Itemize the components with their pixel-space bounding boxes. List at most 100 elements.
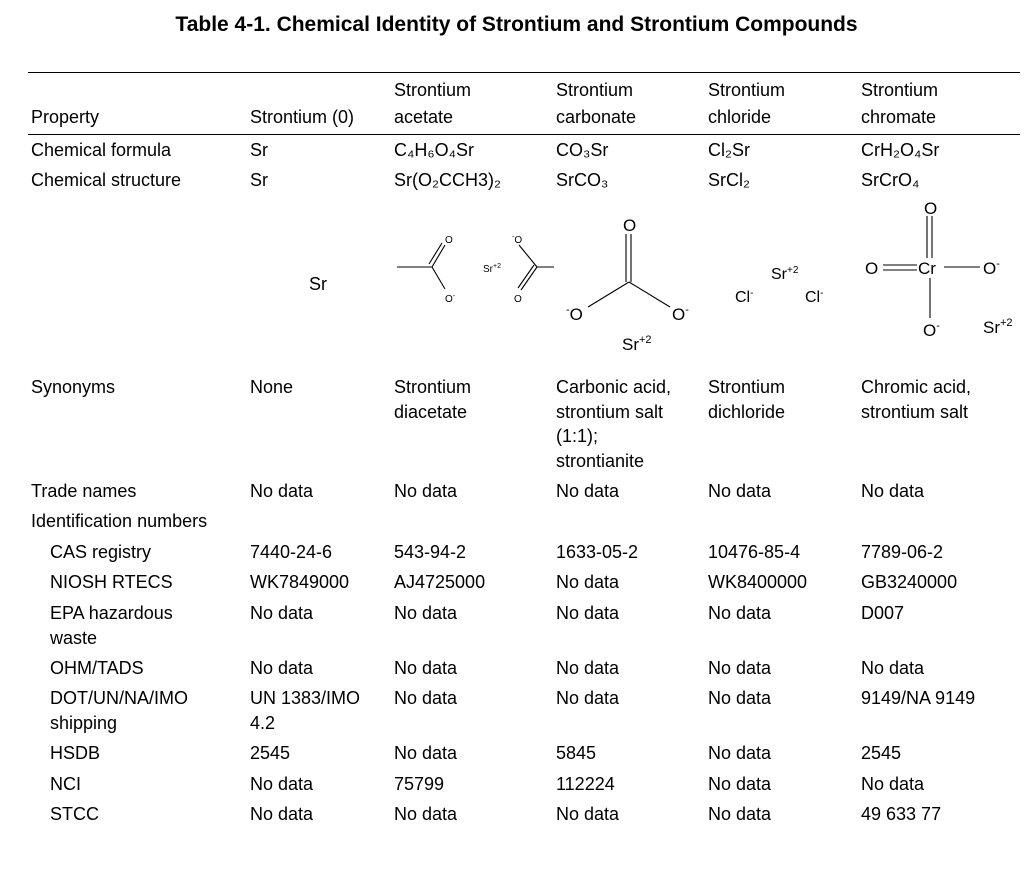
table-cell: No data: [708, 688, 772, 708]
table-cell: Carbonic acid, strontium salt (1:1); str…: [556, 377, 672, 471]
column-header: Strontium: [394, 80, 472, 100]
oxygen-atom: O: [623, 216, 636, 235]
table-cell: GB3240000: [861, 572, 958, 592]
table-cell: 1633-05-2: [556, 542, 639, 562]
row-label: Identification numbers: [31, 511, 208, 531]
table-cell: 543-94-2: [394, 542, 467, 562]
column-header: Property: [31, 107, 100, 127]
row-label: NIOSH RTECS: [50, 572, 173, 592]
oxygen-atom: O: [570, 305, 583, 324]
charge: +2: [639, 334, 652, 346]
chloride-structure: Cl- Sr+2 Cl-: [735, 265, 823, 306]
svg-text:O-: O-: [983, 258, 1000, 278]
table-cell: No data: [708, 658, 772, 678]
top-rule: [28, 72, 1020, 73]
table-cell: 7789-06-2: [861, 542, 944, 562]
row-label: Chemical structure: [31, 170, 182, 190]
oxygen-atom: O: [514, 235, 522, 246]
row-label: NCI: [50, 774, 81, 794]
row-label: DOT/UN/NA/IMO shipping: [50, 688, 188, 733]
table-cell: No data: [394, 743, 458, 763]
row-label: OHM/TADS: [50, 658, 144, 678]
column-header: acetate: [394, 107, 454, 127]
table-cell: SrCrO₄: [861, 170, 920, 190]
oxygen-atom: O: [865, 259, 878, 278]
chromate-structure: O O Cr O- O- Sr+2: [865, 199, 1013, 340]
chloride-ion: Cl: [805, 289, 820, 306]
chromium-atom: Cr: [918, 259, 936, 278]
chloride-ion: Cl: [735, 289, 750, 306]
charge: -: [750, 288, 753, 299]
oxygen-atom: O: [672, 305, 685, 324]
table-cell: No data: [708, 804, 772, 824]
svg-text:-O: -O: [512, 234, 522, 246]
header-rule: [28, 134, 1020, 135]
table-cell: No data: [708, 603, 772, 623]
table-title: Table 4-1. Chemical Identity of Strontiu…: [175, 13, 858, 36]
table-cell: No data: [394, 481, 458, 501]
table-cell: No data: [556, 658, 620, 678]
table-cell: WK7849000: [250, 572, 350, 592]
column-header: Strontium: [708, 80, 786, 100]
table-cell: CrH₂O₄Sr: [861, 140, 940, 160]
row-label: STCC: [50, 804, 99, 824]
strontium-ion: Sr: [983, 318, 1000, 337]
table-cell: D007: [861, 603, 905, 623]
column-header: Strontium: [556, 80, 634, 100]
table-cell: WK8400000: [708, 572, 808, 592]
svg-text:O-: O-: [923, 320, 940, 340]
svg-text:Sr+2: Sr+2: [622, 334, 652, 354]
table-cell: No data: [861, 481, 925, 501]
column-header: Strontium (0): [250, 107, 355, 127]
charge: -: [936, 320, 940, 332]
row-label: HSDB: [50, 743, 101, 763]
charge: -: [512, 234, 515, 241]
sr-atom: Sr: [309, 274, 327, 294]
table-cell: 7440-24-6: [250, 542, 333, 562]
table-cell: 75799: [394, 774, 445, 794]
svg-text:O-: O-: [445, 293, 456, 305]
column-header: Strontium: [861, 80, 939, 100]
table-cell: Sr: [250, 170, 268, 190]
column-header: chromate: [861, 107, 937, 127]
carbonate-structure: O -O O- Sr+2: [566, 216, 689, 354]
charge: -: [566, 304, 570, 316]
strontium-ion: Sr: [483, 264, 494, 275]
table-cell: AJ4725000: [394, 572, 486, 592]
strontium-ion: Sr: [771, 266, 788, 283]
oxygen-atom: O: [924, 199, 937, 218]
table-cell: Chromic acid, strontium salt: [861, 377, 972, 422]
oxygen-atom: O: [514, 294, 522, 305]
table-cell: No data: [250, 603, 314, 623]
table-cell: No data: [556, 804, 620, 824]
svg-text:O-: O-: [672, 304, 689, 324]
row-label: Synonyms: [31, 377, 116, 397]
table-cell: Strontium diacetate: [394, 377, 472, 422]
table-cell: No data: [250, 774, 314, 794]
table-cell: No data: [556, 603, 620, 623]
oxygen-atom: O: [445, 294, 453, 305]
charge: +2: [1000, 317, 1013, 329]
svg-text:Sr+2: Sr+2: [983, 317, 1013, 337]
charge: -: [996, 258, 1000, 270]
table-cell: CO₃Sr: [556, 140, 609, 160]
table-cell: Sr(O₂CCH3)₂: [394, 170, 501, 190]
table-cell: Sr: [250, 140, 268, 160]
charge: -: [453, 293, 456, 300]
column-header: chloride: [708, 107, 772, 127]
table-cell: Cl₂Sr: [708, 140, 750, 160]
table-cell: 2545: [861, 743, 902, 763]
acetate-structure: O O- Sr+2 -O O: [445, 234, 522, 305]
table-cell: No data: [708, 774, 772, 794]
table-cell: No data: [708, 481, 772, 501]
table-cell: Strontium dichloride: [708, 377, 786, 422]
table-cell: No data: [250, 481, 314, 501]
strontium-ion: Sr: [622, 335, 639, 354]
table-cell: No data: [394, 804, 458, 824]
table-cell: 112224: [556, 774, 615, 794]
table-cell: No data: [556, 481, 620, 501]
table-cell: UN 1383/IMO 4.2: [250, 688, 361, 733]
table-cell: SrCO₃: [556, 170, 609, 190]
row-label: Trade names: [31, 481, 137, 501]
row-label: CAS registry: [50, 542, 152, 562]
